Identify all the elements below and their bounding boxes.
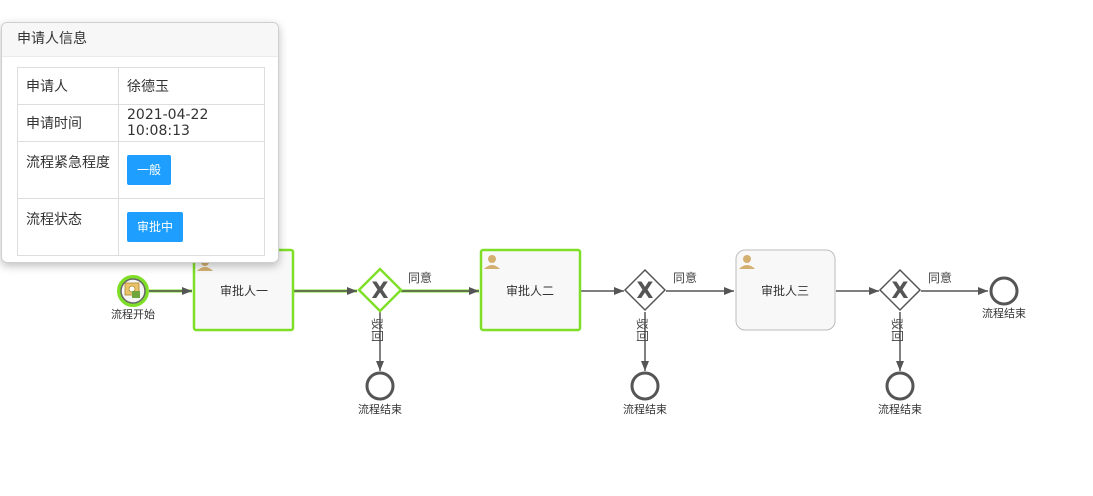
end-event-final-label: 流程结束: [982, 306, 1026, 320]
row-key: 流程紧急程度: [17, 141, 119, 199]
row-key: 申请时间: [17, 104, 119, 142]
popover-title: 申请人信息: [2, 23, 278, 57]
applicant-info-table: 申请人 徐德玉 申请时间 2021-04-22 10:08:13 流程紧急程度 …: [17, 67, 265, 256]
row-value: 徐德玉: [118, 67, 265, 105]
task-approver-2[interactable]: [479, 248, 582, 332]
table-row: 流程状态 审批中: [17, 198, 265, 256]
urgency-badge-button[interactable]: 一般: [127, 155, 172, 185]
gateway-x-icon: X: [637, 279, 654, 304]
row-value: 2021-04-22 10:08:13: [118, 104, 265, 142]
row-key: 申请人: [17, 67, 119, 105]
task-approver-1-label: 审批人一: [220, 283, 268, 298]
end-event-1[interactable]: [365, 371, 395, 401]
edge-label-approve-2: 同意: [673, 270, 697, 285]
task-approver-2-label: 审批人二: [506, 283, 554, 298]
table-row: 流程紧急程度 一般: [17, 141, 265, 199]
start-event-label: 流程开始: [111, 307, 155, 321]
edge-label-reject-3: 驳回: [890, 318, 904, 342]
edge-label-reject-2: 驳回: [635, 318, 649, 342]
end-event-3-label: 流程结束: [878, 402, 922, 416]
gateway-x-icon: X: [372, 279, 389, 304]
table-row: 申请时间 2021-04-22 10:08:13: [17, 104, 265, 142]
user-icon: [484, 255, 500, 269]
start-event[interactable]: [117, 275, 149, 307]
user-icon: [739, 255, 755, 269]
user-start-icon: [124, 282, 140, 298]
end-event-2[interactable]: [630, 371, 660, 401]
end-event-1-label: 流程结束: [358, 402, 402, 416]
popover-body: 申请人 徐德玉 申请时间 2021-04-22 10:08:13 流程紧急程度 …: [2, 57, 278, 256]
applicant-info-popover: 申请人信息 申请人 徐德玉 申请时间 2021-04-22 10:08:13 流…: [1, 22, 279, 263]
task-approver-3[interactable]: [735, 249, 836, 331]
urgency-cell: 一般: [118, 141, 265, 199]
status-cell: 审批中: [118, 198, 265, 256]
exclusive-gateway-3[interactable]: X: [878, 268, 922, 312]
edge-label-reject-1: 驳回: [370, 318, 384, 342]
end-event-final[interactable]: [989, 276, 1019, 306]
end-event-3[interactable]: [885, 371, 915, 401]
edge-label-approve-3: 同意: [928, 270, 952, 285]
gateway-x-icon: X: [892, 279, 909, 304]
row-key: 流程状态: [17, 198, 119, 256]
status-badge-button[interactable]: 审批中: [127, 212, 184, 242]
exclusive-gateway-2[interactable]: X: [623, 268, 667, 312]
edge-label-approve-1: 同意: [408, 270, 432, 285]
table-row: 申请人 徐德玉: [17, 67, 265, 105]
end-event-2-label: 流程结束: [623, 402, 667, 416]
exclusive-gateway-1[interactable]: X: [357, 267, 403, 313]
task-approver-3-label: 审批人三: [761, 283, 809, 298]
